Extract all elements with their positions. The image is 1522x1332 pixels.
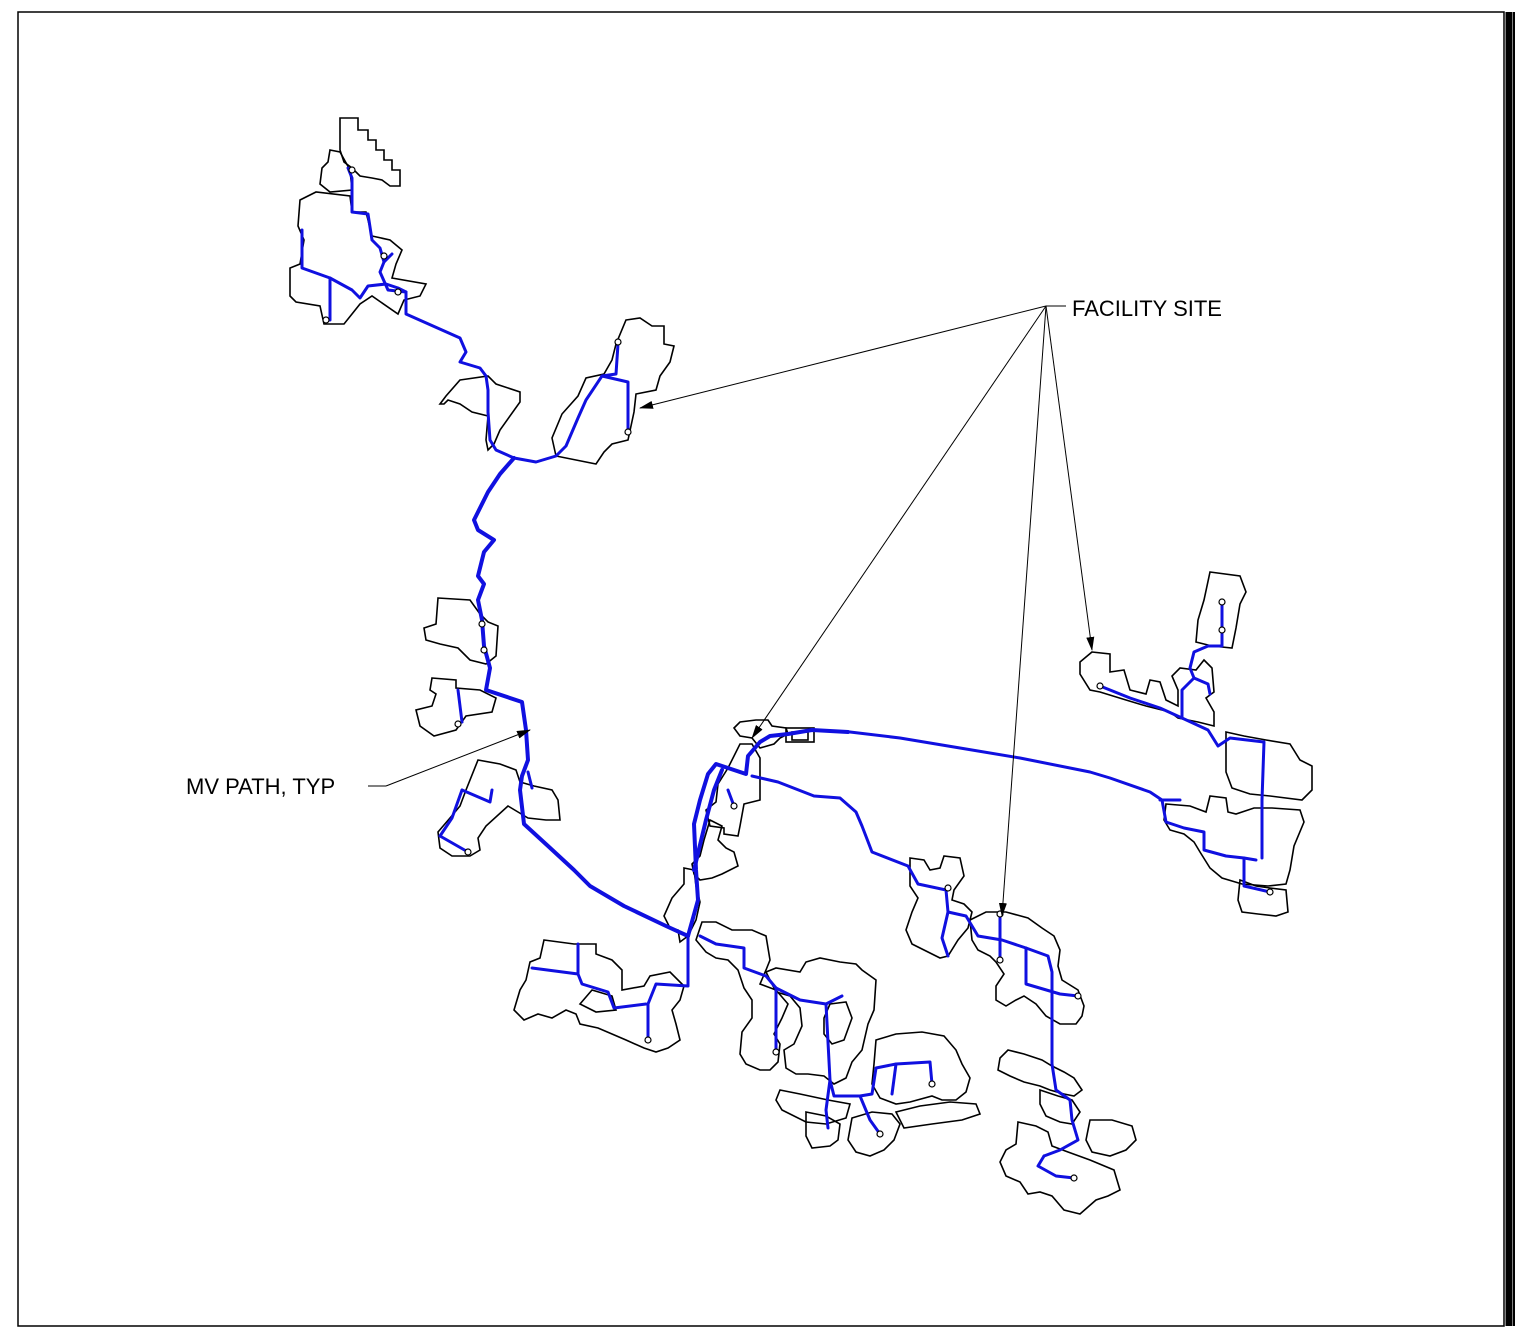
site-parcel	[551, 317, 675, 465]
mv-path-segment	[824, 1002, 934, 1098]
site-parcel	[894, 1101, 982, 1129]
site-parcel	[1079, 651, 1215, 728]
mv-path-segment	[890, 1062, 898, 1096]
site-parcel	[705, 743, 761, 837]
mv-path-segment	[686, 728, 850, 938]
mv-path-segment	[940, 910, 950, 958]
site-parcel	[805, 1111, 841, 1149]
mv-path-segment	[346, 166, 516, 460]
site-parcel	[415, 677, 497, 737]
mv-path-segment	[382, 252, 394, 264]
mv-path-segment	[600, 374, 630, 434]
site-parcel	[1163, 795, 1305, 887]
site-parcel	[437, 759, 561, 857]
site-parcel	[1237, 878, 1289, 917]
mv-path-segment	[1180, 600, 1224, 720]
facility-site-outlines	[289, 117, 1313, 1215]
mv-path-segment	[646, 934, 690, 1042]
site-parcel	[847, 1111, 901, 1157]
mv-path-segment	[460, 788, 494, 804]
site-parcel	[1195, 571, 1247, 649]
mv-path-segment	[824, 1078, 832, 1130]
site-parcel	[1085, 1119, 1137, 1157]
site-parcel	[999, 1121, 1121, 1215]
mv-path-segment	[1036, 1154, 1076, 1180]
site-parcel	[969, 911, 1085, 1025]
mv-path-label: MV PATH, TYP	[186, 774, 335, 799]
site-parcel	[695, 921, 789, 1071]
site-parcel	[513, 939, 685, 1053]
site-parcel	[339, 117, 401, 187]
site-parcel	[764, 957, 877, 1085]
mv-path-segment	[456, 688, 464, 724]
site-parcel	[319, 149, 353, 193]
mv-path-segment	[300, 228, 408, 300]
site-parcel	[871, 1031, 971, 1105]
site-parcel	[732, 719, 789, 749]
mv-path-segment	[858, 1094, 882, 1136]
site-parcel	[905, 855, 973, 959]
mv-path-segment	[438, 788, 470, 854]
mv-path-segment	[698, 934, 844, 1006]
mv-path-segment	[1242, 856, 1272, 894]
mv-path-segment	[692, 768, 724, 872]
mv-path-callout: MV PATH, TYP	[186, 729, 531, 799]
mv-path-segment	[750, 774, 1080, 1158]
mv-path-segment	[472, 456, 690, 938]
mv-path-network	[300, 166, 1272, 1180]
site-parcel	[1225, 731, 1313, 801]
facility-site-label: FACILITY SITE	[1072, 296, 1222, 321]
site-parcel	[823, 1001, 853, 1045]
mv-path-segment	[1098, 684, 1266, 860]
site-parcel	[997, 1049, 1084, 1097]
mv-path-segment	[810, 728, 1258, 862]
mv-path-segment	[1192, 676, 1212, 696]
mv-path-segment	[1024, 946, 1080, 998]
mv-path-segment	[526, 770, 534, 790]
facility-site-callout: FACILITY SITE	[639, 296, 1222, 917]
mv-path-segment	[530, 966, 648, 1010]
mv-path-segment	[512, 342, 620, 464]
sheet-border	[17, 11, 1515, 1327]
site-parcel	[438, 375, 521, 452]
